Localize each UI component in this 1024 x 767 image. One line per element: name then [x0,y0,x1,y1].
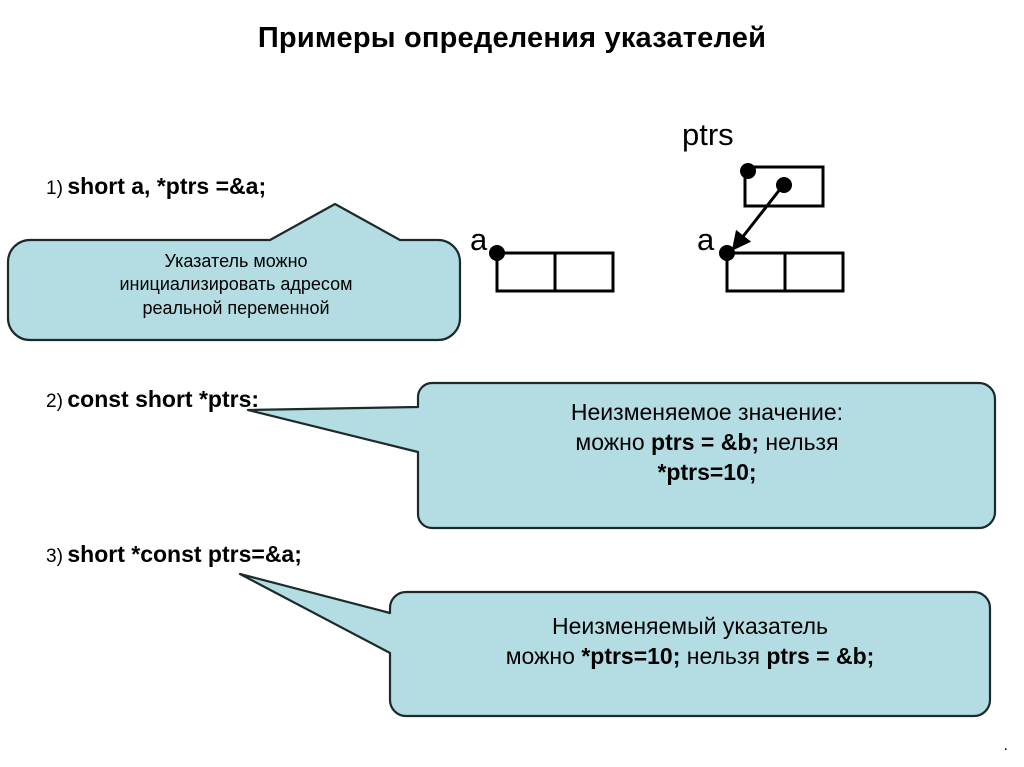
callout-2-text: Неизменяемое значение: можно ptrs = &b; н… [424,398,990,488]
plain-text: Неизменяемое значение: [570,399,844,425]
diagram-label-ptrs: ptrs [682,117,734,152]
address-dot-a-left [489,245,505,261]
plain-text: нельзя [680,642,767,669]
code-emphasis: ptrs = &b; [766,642,875,669]
code-line-3-text: short *const ptrs=&a; [67,541,302,567]
code-line-1-number: 1) [46,178,63,199]
callout-3-text: Неизменяемый указатель можно *ptrs=10; не… [392,612,988,672]
callout-text-line: можно ptrs = &b; нельзя [424,428,990,458]
code-line-2-text: const short *ptrs: [67,386,260,412]
plain-text: нельзя [759,428,839,455]
address-dot-a-right [719,245,735,261]
pointer-arrow [731,187,783,251]
page-title: Примеры определения указателей [257,22,767,54]
plain-text: реальной переменной [142,297,330,318]
diagram-label-a-left: a [470,222,488,257]
callout-text-line: инициализировать адресом [14,273,458,296]
callout-text-line: Неизменяемый указатель [392,612,988,642]
code-emphasis: *ptrs=10; [581,642,681,669]
memory-box-a-left [489,245,615,293]
corner-mark: . [1003,737,1008,754]
code-emphasis: *ptrs=10; [657,458,757,485]
plain-text: Указатель можно [164,251,308,271]
diagram-label-a-right: a [697,222,715,257]
code-line-2: 2) const short *ptrs: [46,386,259,413]
callout-text-line: реальной переменной [14,297,458,320]
code-line-1: 1) short a, *ptrs =&a; [46,173,266,200]
plain-text: Неизменяемый указатель [551,613,829,639]
pointer-value-dot [776,177,792,193]
address-dot-ptrs [740,163,756,179]
plain-text: можно [575,428,652,455]
code-line-3: 3) short *const ptrs=&a; [46,541,302,568]
plain-text: инициализировать адресом [119,274,353,295]
memory-box-a-right [719,245,845,293]
callout-text-line: можно *ptrs=10; нельзя ptrs = &b; [392,642,988,672]
code-line-3-number: 3) [46,546,63,567]
code-line-1-text: short a, *ptrs =&a; [67,173,267,199]
plain-text: можно [505,642,582,669]
callout-text-line: *ptrs=10; [424,458,990,488]
code-line-2-number: 2) [46,391,63,412]
memory-box-ptrs [740,163,825,208]
callout-text-line: Указатель можно [14,250,458,273]
callout-text-line: Неизменяемое значение: [424,398,990,428]
code-emphasis: ptrs = &b; [651,428,760,455]
